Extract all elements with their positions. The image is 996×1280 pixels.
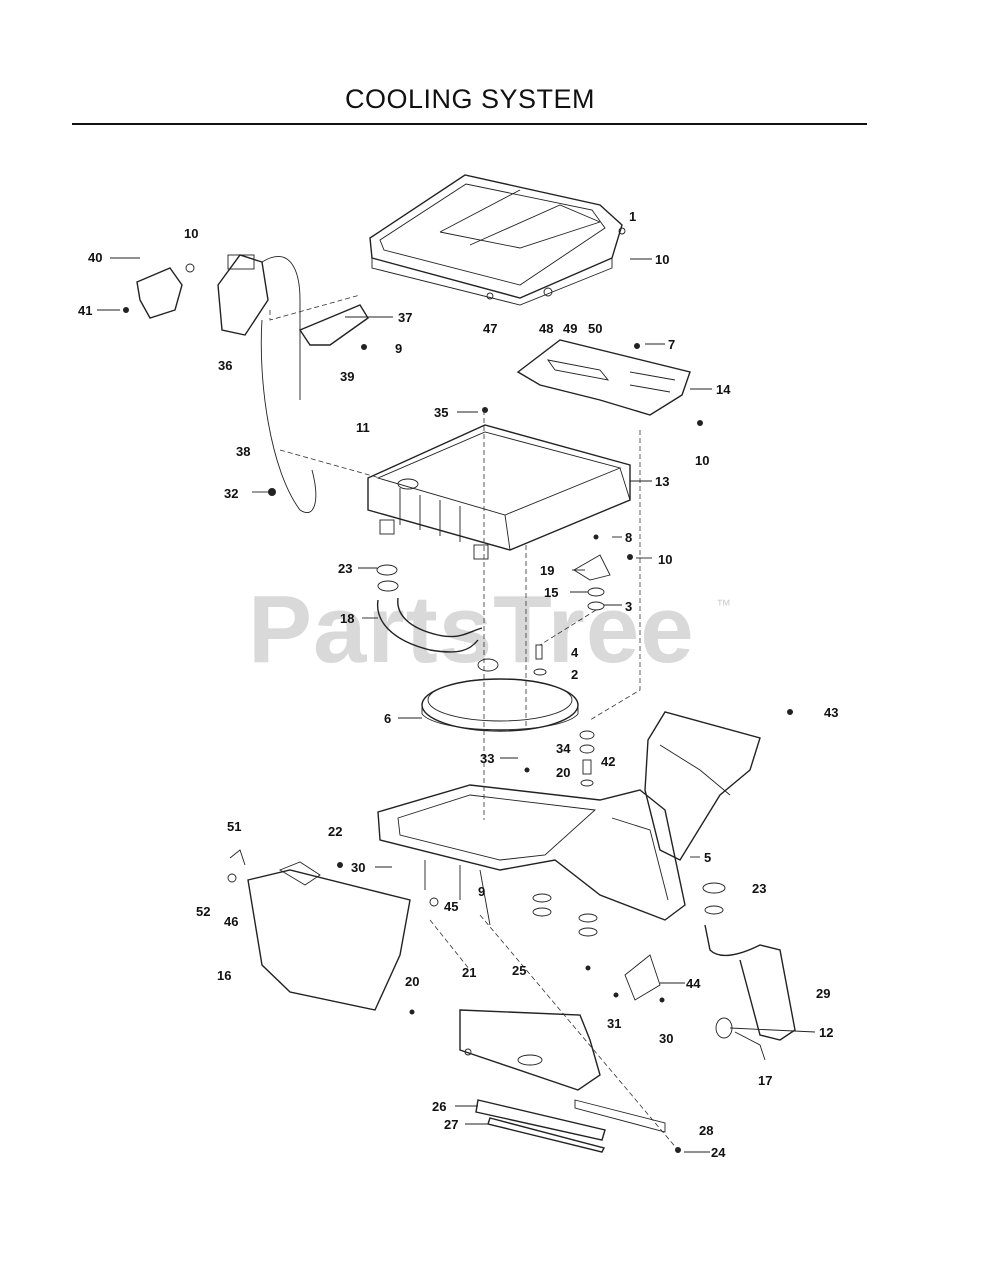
callout-labels: 1 10 10 40 41 37 9 36 39 47 48 49 50 7 1… [78,209,838,1160]
callout-49: 49 [563,321,577,336]
callout-2: 2 [571,667,578,682]
callout-45: 45 [444,899,458,914]
upper-hose-part-18 [376,564,499,672]
callout-17: 17 [758,1073,772,1088]
callout-14: 14 [716,382,731,397]
callout-32: 32 [224,486,238,501]
leader-lines [97,257,816,1153]
callout-19: 19 [540,563,554,578]
callout-37: 37 [398,310,412,325]
watermark: PartsTree [248,576,695,683]
callout-16: 16 [217,968,231,983]
watermark-trademark: ™ [716,597,731,614]
callout-10: 10 [184,226,198,241]
callout-31: 31 [607,1016,621,1031]
reservoir-assembly [123,254,369,513]
callout-25: 25 [512,963,526,978]
title-rule [72,123,867,125]
callout-12: 12 [819,1025,833,1040]
callout-22: 22 [328,824,342,839]
callout-10: 10 [695,453,709,468]
callout-10: 10 [655,252,669,267]
callout-13: 13 [655,474,669,489]
callout-38: 38 [236,444,250,459]
assembly-guide-lines [269,294,679,1151]
isolator-stack [524,730,595,787]
callout-40: 40 [88,250,102,265]
callout-4: 4 [571,645,579,660]
callout-8: 8 [625,530,632,545]
lower-plate-part-25 [459,1009,601,1091]
callout-50: 50 [588,321,602,336]
callout-47: 47 [483,321,497,336]
callout-30: 30 [351,860,365,875]
side-panel-part-16 [227,849,439,1015]
callout-1: 1 [629,209,636,224]
callout-39: 39 [340,369,354,384]
callout-7: 7 [668,337,675,352]
callout-20: 20 [556,765,570,780]
callout-36: 36 [218,358,232,373]
callout-9: 9 [395,341,402,356]
side-duct-part-43 [644,709,793,861]
callout-33: 33 [480,751,494,766]
callout-20: 20 [405,974,419,989]
callout-46: 46 [224,914,238,929]
callout-23: 23 [752,881,766,896]
callout-27: 27 [444,1117,458,1132]
radiator-part-13 [367,407,631,560]
callout-43: 43 [824,705,838,720]
callout-28: 28 [699,1123,713,1138]
callout-15: 15 [544,585,558,600]
callout-9: 9 [478,884,485,899]
callout-10: 10 [658,552,672,567]
callout-6: 6 [384,711,391,726]
page-title: COOLING SYSTEM [344,84,596,114]
callout-26: 26 [432,1099,446,1114]
callout-34: 34 [556,741,571,756]
bracket-part-44 [613,954,665,1003]
frame-part-5 [377,784,686,971]
rails-parts-26-27-28 [475,1099,681,1153]
callout-11: 11 [356,420,370,435]
top-cover-part [369,174,626,306]
bracket-part-14 [516,339,703,426]
fan-shroud-part-6 [421,678,579,732]
callout-18: 18 [340,611,354,626]
callout-24: 24 [711,1145,726,1160]
callout-42: 42 [601,754,615,769]
lower-hose-part-29 [702,882,796,1061]
callout-48: 48 [539,321,553,336]
callout-29: 29 [816,986,830,1001]
callout-3: 3 [625,599,632,614]
callout-30: 30 [659,1031,673,1046]
callout-41: 41 [78,303,92,318]
callout-5: 5 [704,850,711,865]
callout-23: 23 [338,561,352,576]
callout-52: 52 [196,904,210,919]
callout-51: 51 [227,819,241,834]
callout-44: 44 [686,976,701,991]
callout-21: 21 [462,965,476,980]
callout-35: 35 [434,405,448,420]
